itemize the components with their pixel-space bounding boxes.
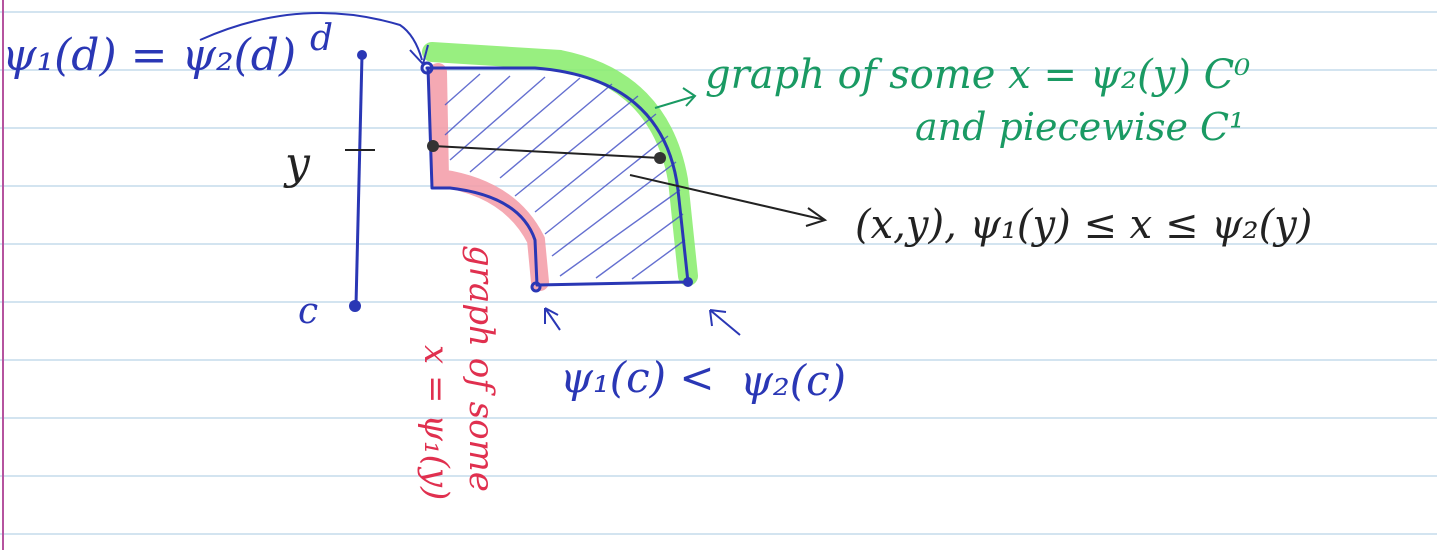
psi2c-label: ψ₂(c) — [740, 356, 846, 405]
y-interval-line — [354, 54, 364, 306]
green-label-line2: and piecewise C¹ — [915, 105, 1244, 149]
top-equality-label: ψ₁(d) = ψ₂(d) — [2, 30, 296, 81]
green-arrow-icon — [654, 87, 697, 109]
slice-line — [432, 145, 661, 159]
green-highlight — [422, 42, 698, 286]
red-label-line1: graph of some — [461, 245, 501, 492]
slice-right-point — [654, 152, 666, 164]
bottom-right-point — [683, 277, 693, 287]
set-arrowhead-icon — [805, 207, 828, 227]
region-outline — [425, 66, 690, 287]
region-set-label: (x,y), ψ₁(y) ≤ x ≤ ψ₂(y) — [855, 202, 1312, 248]
psi1c-label: ψ₁(c) < — [560, 353, 715, 402]
red-label-line2-group: x = ψ₁(y) — [416, 345, 456, 500]
set-arrow-line — [629, 174, 826, 221]
top-left-point — [420, 61, 434, 75]
green-label-line1: graph of some x = ψ₂(y) C⁰ — [705, 52, 1250, 98]
slice-left-point — [427, 140, 439, 152]
c-label: c — [298, 291, 318, 332]
y-label: y — [283, 138, 311, 189]
bottom-left-point — [530, 281, 542, 293]
equality-arrow — [199, 12, 423, 61]
region-hatching — [444, 73, 686, 280]
psi1c-arrow — [544, 307, 561, 331]
d-label: d — [310, 18, 333, 59]
red-label-line1-group: graph of some — [461, 245, 501, 492]
red-label-line2: x = ψ₁(y) — [416, 345, 456, 500]
c-point — [349, 300, 361, 312]
ruled-lines — [0, 11, 1437, 535]
psi2c-arrow — [709, 309, 741, 336]
equality-arrowhead-icon — [409, 44, 429, 67]
d-point — [357, 50, 367, 60]
